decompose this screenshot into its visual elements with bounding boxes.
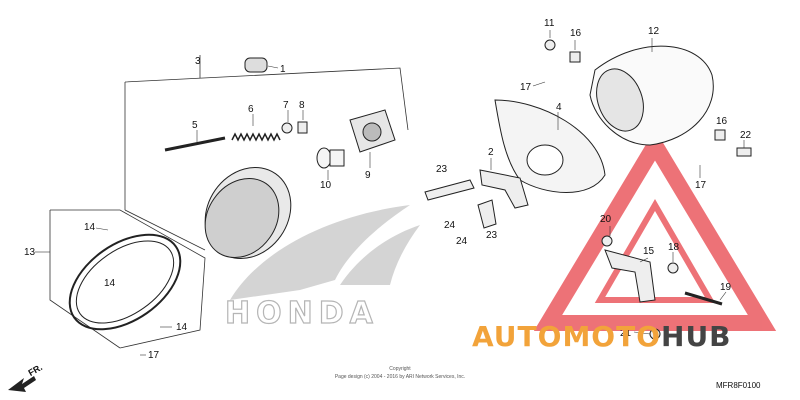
diagram-code: MFR8F0100 [716,381,761,390]
part-20-grommet[interactable] [601,235,613,247]
label-23b: 23 [486,230,498,241]
part-5-screw[interactable] [164,136,226,152]
label-7: 7 [283,100,289,111]
part-labels: 1 2 3 4 5 6 7 8 9 10 11 12 13 14 14 14 1… [24,18,752,361]
label-5: 5 [192,120,198,131]
label-11: 11 [544,18,555,29]
label-16b: 16 [716,116,728,127]
part-19-bolt[interactable] [684,291,723,306]
label-19: 19 [720,282,732,293]
honda-brand-text: HONDA [225,296,379,331]
part-9-socket[interactable] [349,109,396,153]
part-15-bracket[interactable] [604,249,656,303]
label-17c: 17 [148,350,160,361]
part-13-rim[interactable] [52,215,197,348]
part-2-stay[interactable] [479,169,529,209]
part-10-bulb[interactable] [316,147,345,169]
label-20: 20 [600,214,612,225]
label-24b: 24 [456,236,468,247]
watermark-part1: AUTOMOTO [472,320,662,353]
label-9: 9 [365,170,371,181]
label-12: 12 [648,26,660,37]
part-1-grommet[interactable] [244,57,268,73]
part-16b-collar[interactable] [714,129,726,141]
label-6: 6 [248,104,254,115]
part-7-nut[interactable] [281,122,293,134]
front-arrow-icon [8,376,36,392]
label-1: 1 [280,64,286,75]
watermark-part2: HUB [661,320,732,353]
automotohub-watermark: AUTOMOTOHUB [472,320,732,353]
part-4-plate[interactable] [494,99,606,193]
label-14c: 14 [176,322,188,333]
label-17b: 17 [695,180,707,191]
part-23-bracket[interactable] [424,179,475,201]
copyright-line2: Page design (c) 2004 - 2016 by ARI Netwo… [334,374,466,380]
label-17a: 17 [520,82,532,93]
label-4: 4 [556,102,562,113]
label-14b: 14 [104,278,116,289]
part-22-bolt[interactable] [736,147,752,157]
label-14a: 14 [84,222,96,233]
label-8: 8 [299,100,305,111]
label-21: 21 [620,328,632,339]
label-13: 13 [24,247,36,258]
assembly-box-13 [49,209,206,349]
assembly-box-3 [124,55,409,251]
leader-lines [35,30,745,356]
part-11-bolt[interactable] [544,39,556,51]
label-24a: 24 [444,220,456,231]
label-2: 2 [488,147,494,158]
honda-wing-logo [230,205,420,300]
label-23a: 23 [436,164,448,175]
label-10: 10 [320,180,332,191]
part-23b-bracket[interactable] [477,199,497,229]
part-8-collar[interactable] [297,121,308,134]
part-18-nut[interactable] [667,262,679,274]
part-6-spring[interactable] [231,132,281,142]
label-3: 3 [195,56,201,67]
copyright-line1: Copyright [389,366,411,372]
label-18: 18 [668,242,680,253]
part-16-collar[interactable] [569,51,581,63]
label-15: 15 [643,246,655,257]
label-16a: 16 [570,28,582,39]
label-22: 22 [740,130,752,141]
part-12-housing[interactable] [588,45,714,146]
headlight-unit[interactable] [188,151,309,276]
